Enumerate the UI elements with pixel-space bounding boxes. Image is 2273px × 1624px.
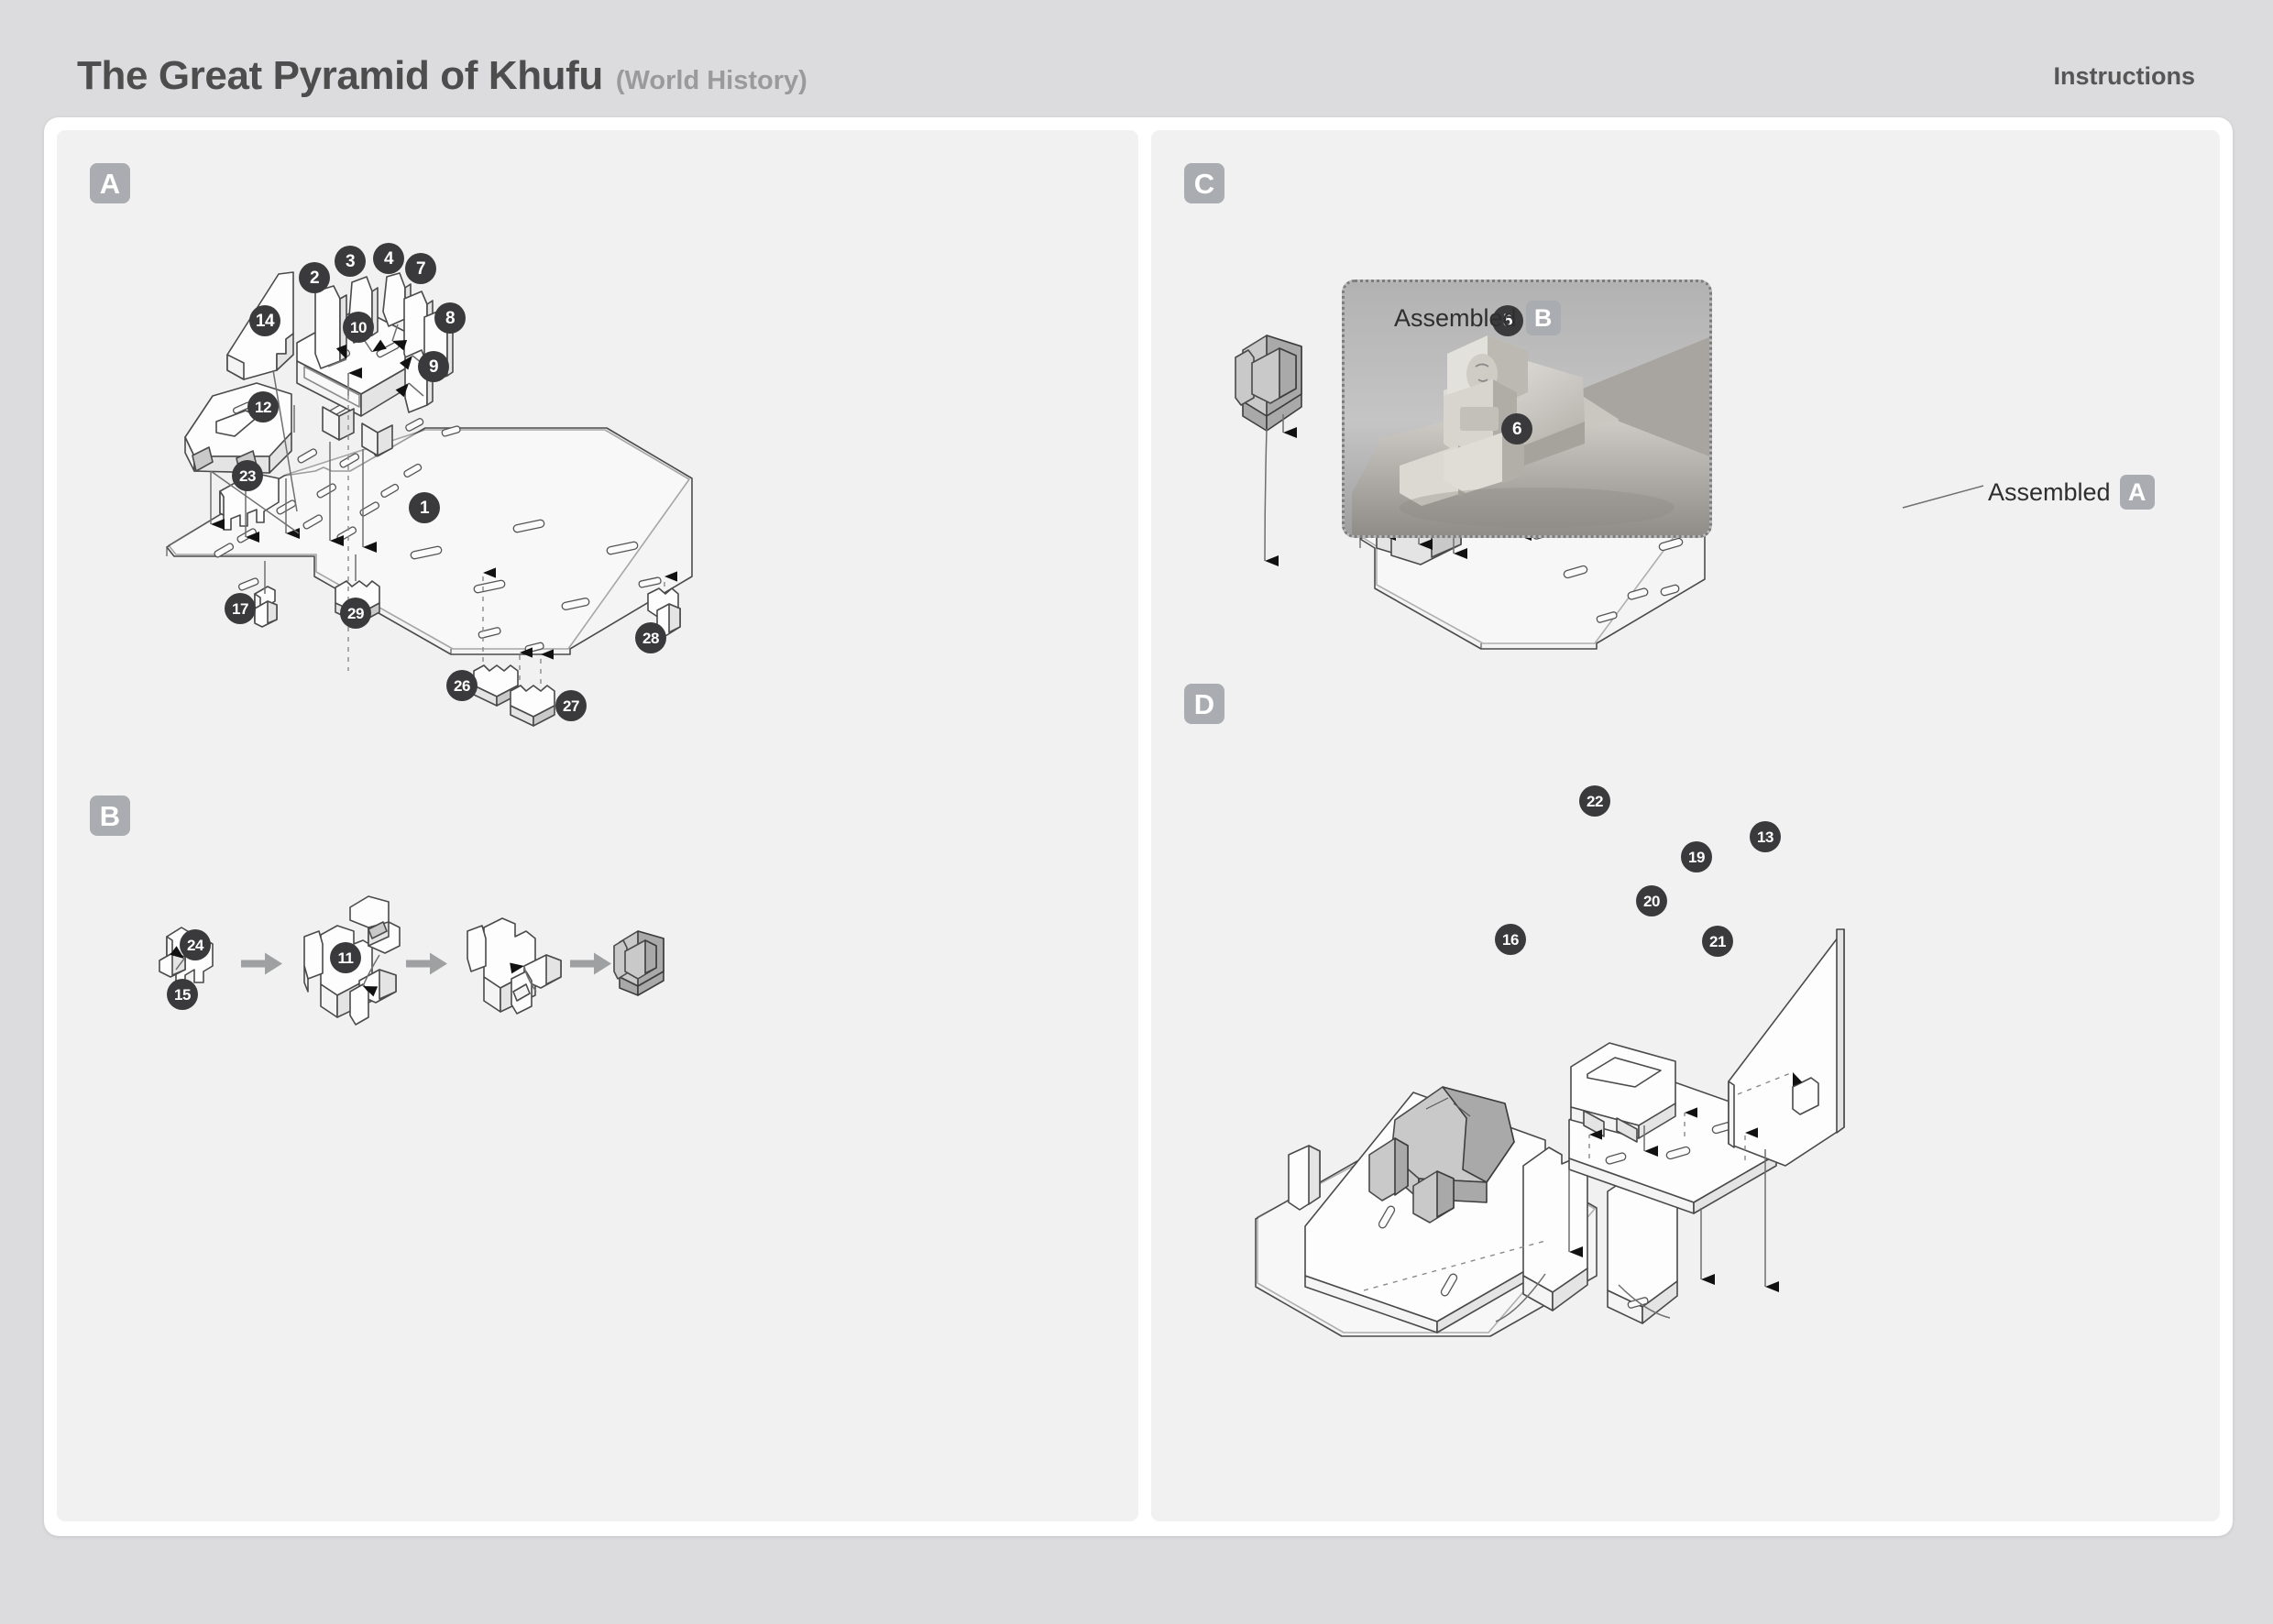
assembled-a-text: Assembled — [1988, 477, 2111, 506]
section-a-drawing — [166, 271, 693, 727]
title-main: The Great Pyramid of Khufu — [77, 53, 603, 98]
callout-23[interactable]: 23 — [232, 460, 263, 491]
assembled-sphinx-on-wall — [1368, 1086, 1515, 1223]
callout-13[interactable]: 13 — [1750, 821, 1781, 852]
assembled-b-text: Assembled — [1394, 303, 1517, 332]
section-badge-c: C — [1184, 163, 1224, 203]
callout-24[interactable]: 24 — [180, 929, 211, 960]
part-19-shelf — [1568, 1073, 1777, 1214]
callout-6[interactable]: 6 — [1501, 413, 1532, 444]
section-badge-d: D — [1184, 684, 1224, 724]
part-17-foot — [254, 586, 278, 628]
callout-4[interactable]: 4 — [373, 243, 404, 274]
part-22-tray — [1570, 1042, 1676, 1143]
part-16-wall — [1288, 1092, 1546, 1333]
callout-8[interactable]: 8 — [434, 302, 466, 334]
assembled-a-label: Assembled A — [1988, 475, 2155, 510]
instructions-label: Instructions — [2053, 62, 2195, 90]
callout-10[interactable]: 10 — [343, 312, 374, 343]
assembled-b-block — [1235, 335, 1302, 432]
assembled-b-label: Assembled B — [1394, 301, 1561, 335]
step-arrow-1 — [241, 952, 283, 981]
instruction-card: A B — [44, 117, 2233, 1536]
step-arrow-3 — [570, 952, 612, 981]
step-4-assembled-head — [613, 930, 664, 996]
section-badge-b: B — [90, 796, 130, 836]
callout-22[interactable]: 22 — [1579, 785, 1610, 817]
section-d-base-plate — [1255, 1158, 1598, 1337]
callout-21[interactable]: 21 — [1702, 926, 1733, 957]
callout-3[interactable]: 3 — [335, 246, 366, 277]
callout-16[interactable]: 16 — [1495, 924, 1526, 955]
callout-20[interactable]: 20 — [1636, 885, 1667, 916]
step-arrow-2 — [406, 952, 448, 981]
callout-11[interactable]: 11 — [330, 942, 361, 973]
assembled-a-badge: A — [2119, 475, 2155, 510]
part-26-foot — [473, 664, 519, 707]
callout-15[interactable]: 15 — [167, 979, 198, 1010]
title-subtitle: (World History) — [615, 66, 807, 95]
callout-27[interactable]: 27 — [555, 690, 587, 721]
callout-12[interactable]: 12 — [247, 391, 279, 422]
callout-29[interactable]: 29 — [340, 598, 371, 629]
callout-1[interactable]: 1 — [409, 492, 440, 523]
panel-right: C D — [1151, 130, 2220, 1521]
page-title: The Great Pyramid of Khufu (World Histor… — [77, 53, 807, 99]
callout-17[interactable]: 17 — [225, 593, 256, 624]
callout-2[interactable]: 2 — [299, 262, 330, 293]
callout-28[interactable]: 28 — [635, 622, 666, 653]
callout-19[interactable]: 19 — [1681, 841, 1712, 872]
callout-9[interactable]: 9 — [418, 351, 449, 382]
fin-parts — [314, 272, 454, 413]
part-27-foot — [510, 685, 555, 727]
panel-left: A B — [57, 130, 1138, 1521]
part-20-panel — [1522, 1147, 1588, 1311]
callout-14[interactable]: 14 — [249, 305, 280, 336]
part-21-panel — [1607, 1172, 1678, 1324]
part-13-triangle — [1728, 928, 1845, 1167]
page-header: The Great Pyramid of Khufu (World Histor… — [0, 0, 2273, 117]
section-badge-a: A — [90, 163, 130, 203]
assembled-b-badge: B — [1525, 301, 1561, 335]
step-3-folded — [467, 917, 562, 1015]
callout-7[interactable]: 7 — [405, 253, 436, 284]
section-b-drawing — [159, 895, 664, 1026]
callout-26[interactable]: 26 — [446, 670, 478, 701]
